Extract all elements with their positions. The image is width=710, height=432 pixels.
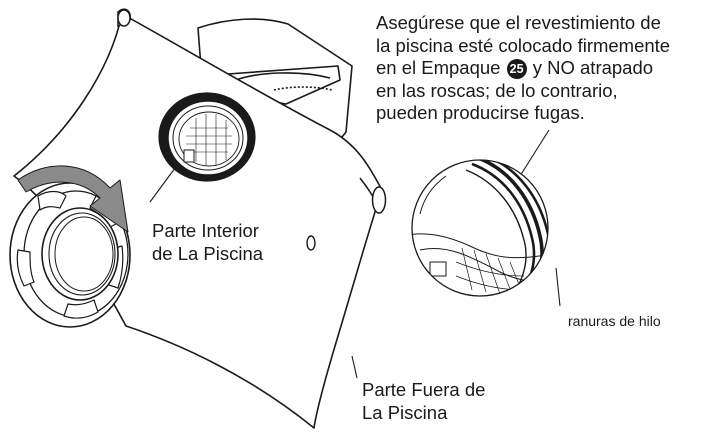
warning-line-3-start: en el Empaque — [376, 57, 501, 78]
pool-outside-line-1: Parte Fuera de — [362, 379, 486, 400]
warning-line-5: pueden producirse fugas. — [376, 102, 585, 123]
pool-outside-line-2: La Piscina — [362, 402, 448, 423]
liner-hole — [306, 235, 316, 251]
pool-inside-label: Parte Interior de La Piscina — [150, 219, 266, 265]
warning-line-4: en las roscas; de lo contrario, — [376, 79, 618, 101]
rotation-arrow — [17, 165, 129, 233]
warning-line-3: en el Empaque 25 y NO atrapado — [376, 57, 670, 80]
thread-grooves-label: ranuras de hilo — [568, 313, 661, 329]
installation-warning-note: Asegúrese que el revestimiento de la pis… — [376, 12, 670, 125]
skimmer-threaded-fitting — [158, 92, 256, 182]
warning-line-2: la piscina esté colocado firmemente — [376, 34, 671, 56]
locking-ring — [9, 182, 131, 328]
warning-line-1: Asegúrese que el revestimiento de — [376, 12, 661, 33]
pool-inside-line-1: Parte Interior — [152, 220, 259, 241]
pool-outside-label: Parte Fuera de La Piscina — [362, 378, 485, 424]
warning-line-3-end: y NO atrapado — [532, 57, 654, 78]
gasket-number-badge: 25 — [506, 59, 527, 79]
pool-inside-line-2: de La Piscina — [152, 243, 264, 264]
leader-lines — [149, 129, 561, 379]
thread-detail-zoom — [411, 159, 549, 297]
